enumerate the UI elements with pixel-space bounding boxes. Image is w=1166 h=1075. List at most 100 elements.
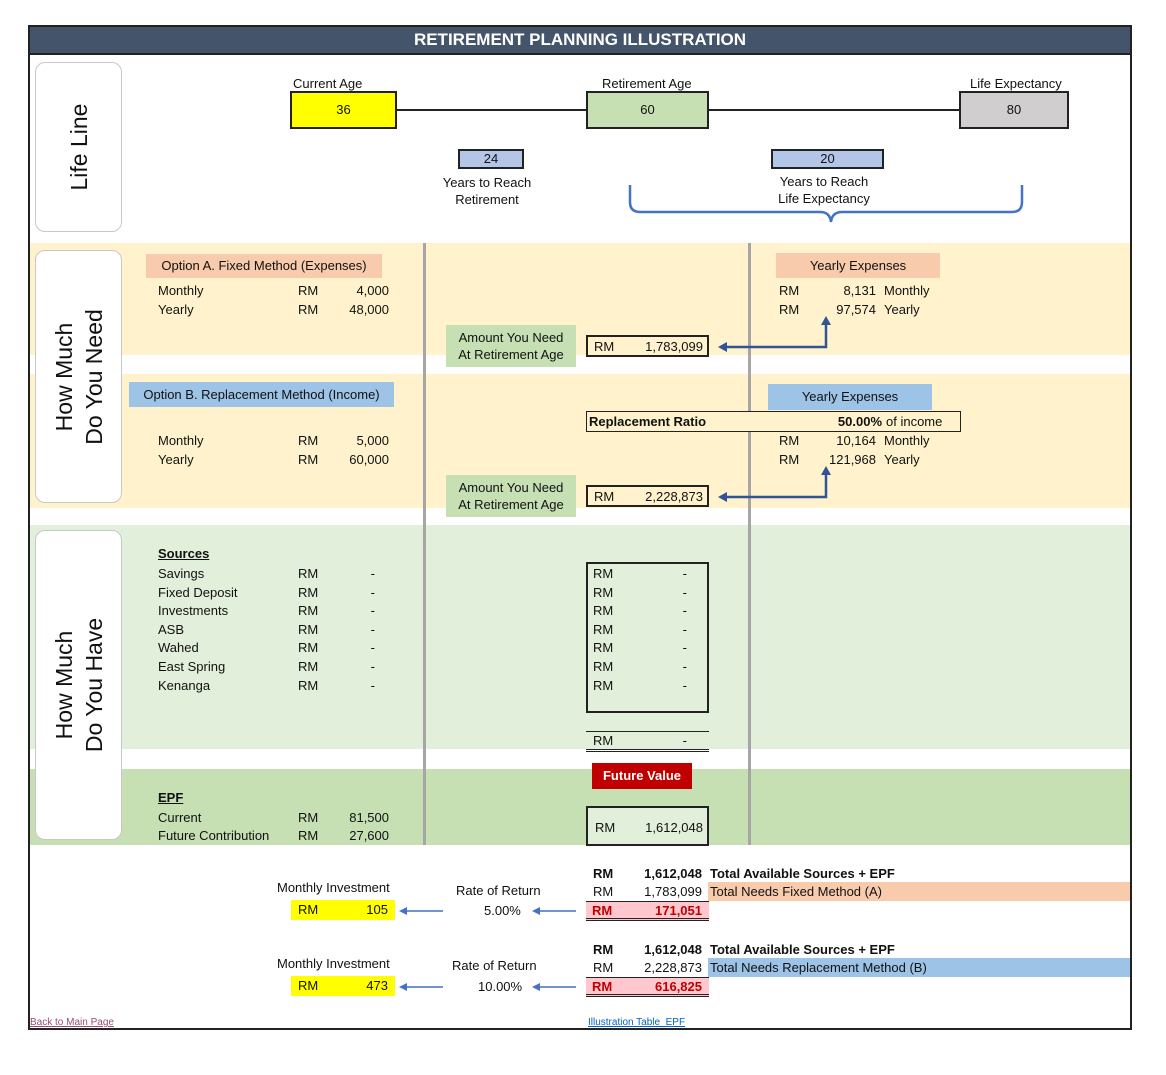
option-b-monthly-currency: RM [298,433,319,448]
source-value[interactable]: - [370,621,375,637]
lifeline-connector-2 [709,109,959,111]
option-b-yearly-currency: RM [298,452,319,467]
summary-b-invest-label: Monthly Investment [277,956,390,971]
summary-a-gap-box: RM 171,051 [586,901,709,921]
current-age-box[interactable]: 36 [290,91,397,129]
option-a-exp-yearly-value: 97,574 [836,302,876,317]
source-name: East Spring [158,659,226,674]
option-a-monthly-value[interactable]: 4,000 [356,283,389,298]
option-a-exp-monthly-value: 8,131 [843,283,876,298]
option-b-need-label: Amount You Need At Retirement Age [446,475,576,517]
source-name: Wahed [158,640,199,656]
future-value-label: Future Value [592,763,692,789]
sources-title: Sources [158,546,210,561]
option-a-monthly-label: Monthly [158,283,204,298]
epf-current-value[interactable]: 81,500 [349,810,389,825]
summary-a-arrow-1 [399,907,443,915]
option-b-exp-yearly-value: 121,968 [829,452,876,467]
source-value[interactable]: - [370,566,375,581]
source-fv-value: - [682,640,687,656]
years-to-retirement-label: Years to Reach Retirement [442,175,532,207]
page-title: RETIREMENT PLANNING ILLUSTRATION [30,27,1130,55]
summary-b-needs-value: 2,228,873 [644,960,702,975]
sources-total-double-line [586,749,709,752]
lifeline-connector-1 [397,109,586,111]
option-a-exp-yearly-currency: RM [779,302,800,317]
source-fv-currency: RM [593,603,614,619]
source-currency: RM [298,621,319,637]
source-fv-currency: RM [593,566,614,581]
summary-a-invest-label: Monthly Investment [277,880,390,895]
have-band-epf [30,769,1130,845]
source-name: Savings [158,566,205,581]
option-b-exp-yearly-label: Yearly [884,452,920,467]
option-b-expenses-title: Yearly Expenses [768,384,932,410]
source-value[interactable]: - [370,659,375,674]
source-value[interactable]: - [370,677,375,693]
option-a-need-box: RM 1,783,099 [586,335,709,357]
option-b-arrow [718,466,831,502]
option-b-exp-yearly-currency: RM [779,452,800,467]
lifeline-side-label: Life Line [35,62,122,232]
option-a-yearly-value: 48,000 [349,302,389,317]
option-a-exp-monthly-label: Monthly [884,283,930,298]
option-a-arrow [718,316,831,352]
option-a-exp-monthly-currency: RM [779,283,800,298]
summary-a-rate-label: Rate of Return [456,883,541,898]
option-b-yearly-value: 60,000 [349,452,389,467]
back-to-main-link[interactable]: Back to Main Page [30,1017,114,1028]
source-fv-value: - [682,566,687,581]
life-expectancy-brace [628,185,1024,223]
years-to-life-box: 20 [771,149,884,169]
retirement-age-box[interactable]: 60 [586,91,709,129]
epf-future-value[interactable]: 27,600 [349,828,389,843]
option-b-exp-monthly-value: 10,164 [836,433,876,448]
option-b-yearly-label: Yearly [158,452,194,467]
option-a-yearly-currency: RM [298,302,319,317]
source-name: ASB [158,621,185,637]
option-b-need-box: RM 2,228,873 [586,485,709,507]
epf-fv-box: RM 1,612,048 [586,806,709,846]
option-b-monthly-value[interactable]: 5,000 [356,433,389,448]
summary-b-invest-box: RM 473 [291,976,395,996]
column-separator-left [423,243,426,845]
years-to-retirement-box: 24 [458,149,524,169]
have-band-sources [30,525,1130,749]
retirement-age-label: Retirement Age [602,76,692,91]
current-age-label: Current Age [293,76,363,91]
option-a-monthly-currency: RM [298,283,319,298]
summary-b-rate-label: Rate of Return [452,958,537,973]
summary-a-needs-currency: RM [593,884,614,899]
source-value[interactable]: - [370,640,375,656]
source-fv-currency: RM [593,659,614,674]
source-value[interactable]: - [370,584,375,600]
source-fv-value: - [682,659,687,674]
source-fv-currency: RM [593,677,614,693]
illustration-table-link[interactable]: Illustration Table_EPF [588,1017,686,1028]
option-a-expenses-title: Yearly Expenses [776,253,940,278]
summary-a-arrow-2 [532,907,576,915]
source-fv-value: - [682,677,687,693]
epf-future-label: Future Contribution [158,828,270,843]
summary-a-rate-value[interactable]: 5.00% [484,903,521,918]
option-b-title: Option B. Replacement Method (Income) [129,382,394,407]
summary-b-gap-box: RM 616,825 [586,977,709,997]
source-name: Investments [158,603,229,619]
summary-a-invest-box: RM 105 [291,900,395,920]
source-fv-currency: RM [593,621,614,637]
source-currency: RM [298,603,319,619]
years-to-life-label: Years to Reach Life Expectancy [778,174,870,206]
summary-a-available-label: Total Available Sources + EPF [710,866,895,881]
summary-b-rate-value[interactable]: 10.00% [478,979,523,994]
summary-b-available-currency: RM [593,942,614,957]
source-fv-value: - [682,621,687,637]
summary-a-needs-label: Total Needs Fixed Method (A) [708,882,1130,901]
summary-a-needs-value: 1,783,099 [644,884,702,899]
option-b-monthly-label: Monthly [158,433,204,448]
sources-total-line-top [586,731,709,732]
option-a-exp-yearly-label: Yearly [884,302,920,317]
source-value[interactable]: - [370,603,375,619]
life-expectancy-box[interactable]: 80 [959,91,1069,129]
